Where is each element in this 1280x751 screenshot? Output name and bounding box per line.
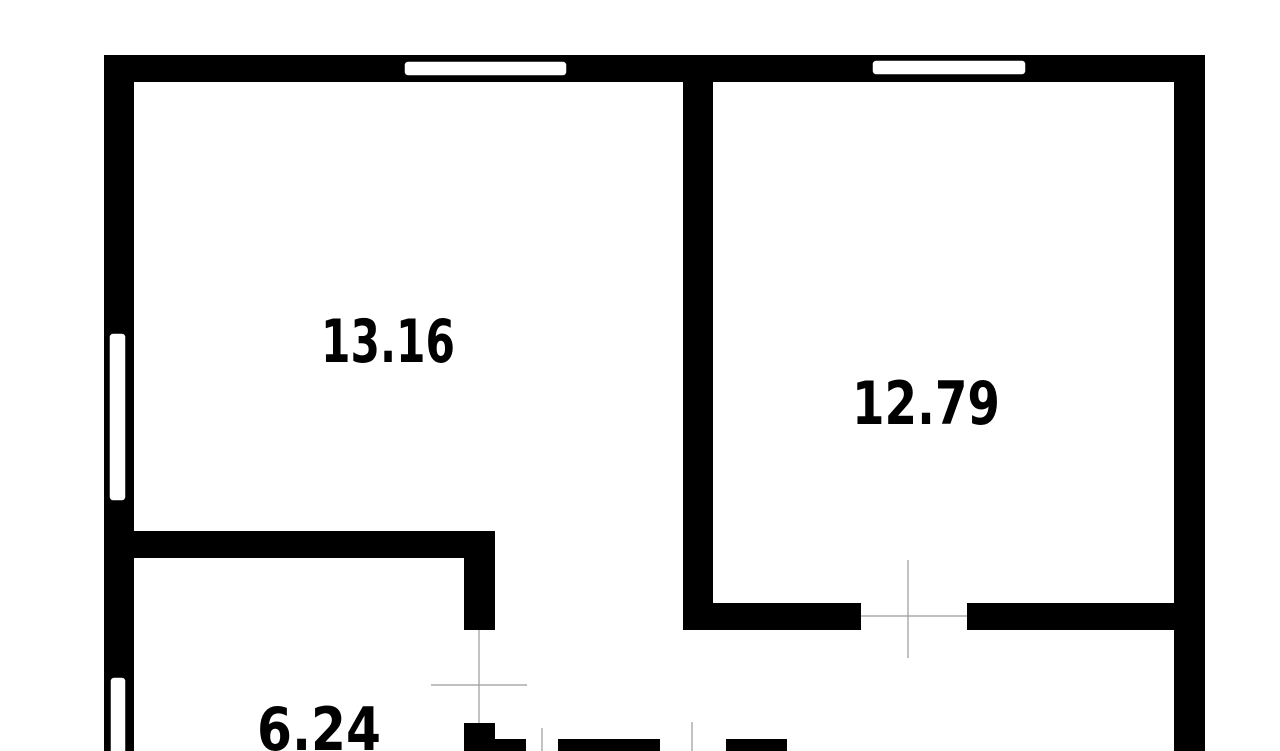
door-room2	[861, 560, 967, 658]
room-area-label: 13.16	[321, 307, 455, 377]
window-top-right	[871, 59, 1027, 76]
door-room3	[431, 630, 527, 723]
wall-divider-vertical	[683, 78, 713, 630]
window-left-lower	[109, 676, 127, 751]
window-left-upper	[108, 332, 127, 502]
wall-bottom-segment-2	[464, 739, 526, 751]
window-top-left	[403, 60, 568, 77]
wall-right	[1174, 55, 1205, 751]
wall-top	[104, 55, 1205, 82]
room-area-label: 6.24	[257, 695, 381, 751]
wall-room3-top	[130, 531, 495, 558]
wall-room3-right	[464, 531, 495, 630]
wall-room2-bottom-left	[683, 603, 861, 630]
room-area-label: 12.79	[852, 369, 1000, 439]
wall-room2-bottom-right	[967, 603, 1177, 630]
wall-bottom-segment-3	[558, 739, 660, 751]
door-bottom	[541, 722, 693, 751]
wall-bottom-segment-4	[726, 739, 787, 751]
